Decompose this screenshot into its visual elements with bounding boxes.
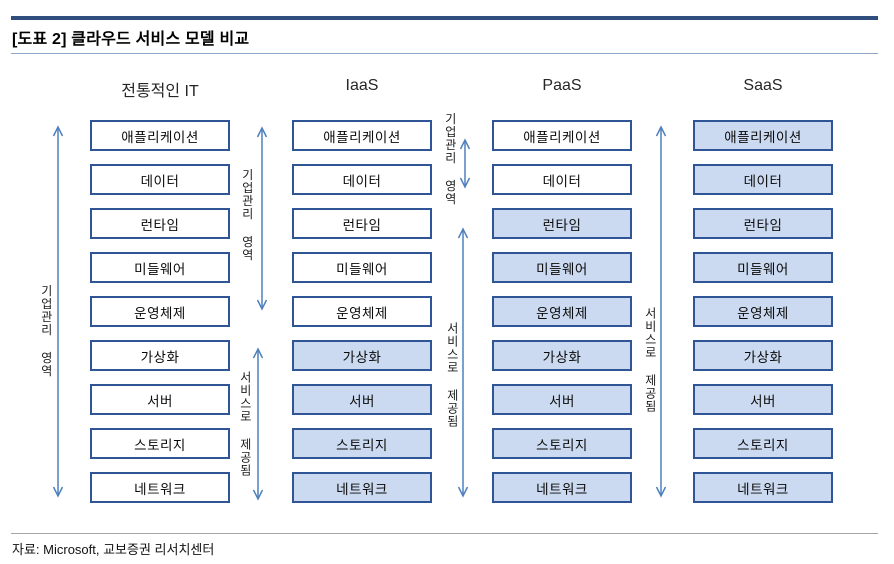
label-traditional-managed: 기업관리 영역: [39, 284, 54, 378]
page-title: [도표 2] 클라우드 서비스 모델 비교: [12, 31, 250, 48]
layer-box-saas-4: 미들웨어: [693, 252, 833, 283]
layer-box-traditional-9: 네트워크: [90, 472, 230, 503]
label-paas-managed: 기업관리 영역: [443, 112, 458, 206]
column-header-paas: PaaS: [542, 77, 582, 94]
arrow-traditional-managed: [52, 125, 64, 498]
layer-box-iaas-2: 데이터: [292, 164, 432, 195]
arrow-iaas-service: [252, 347, 264, 501]
layer-box-traditional-8: 스토리지: [90, 428, 230, 459]
layer-box-saas-3: 런타임: [693, 208, 833, 239]
layer-box-paas-9: 네트워크: [492, 472, 632, 503]
label-iaas-service: 서비스로 제공됨: [238, 371, 253, 477]
layer-box-iaas-5: 운영체제: [292, 296, 432, 327]
layer-box-saas-7: 서버: [693, 384, 833, 415]
column-header-iaas: IaaS: [345, 77, 379, 94]
layer-box-paas-8: 스토리지: [492, 428, 632, 459]
layer-box-iaas-7: 서버: [292, 384, 432, 415]
layer-box-paas-3: 런타임: [492, 208, 632, 239]
footer-divider: [11, 533, 878, 534]
source-note: 자료: Microsoft, 교보증권 리서치센터: [12, 542, 215, 557]
label-iaas-managed: 기업관리 영역: [240, 168, 255, 262]
layer-box-iaas-1: 애플리케이션: [292, 120, 432, 151]
layer-box-iaas-4: 미들웨어: [292, 252, 432, 283]
layer-box-iaas-8: 스토리지: [292, 428, 432, 459]
arrow-paas-service: [457, 227, 469, 498]
layer-box-traditional-3: 런타임: [90, 208, 230, 239]
layer-box-paas-5: 운영체제: [492, 296, 632, 327]
title-accent-bar: [11, 16, 878, 20]
layer-box-paas-4: 미들웨어: [492, 252, 632, 283]
layer-box-paas-6: 가상화: [492, 340, 632, 371]
layer-box-traditional-2: 데이터: [90, 164, 230, 195]
column-header-traditional: 전통적인 IT: [121, 83, 199, 100]
layer-box-saas-6: 가상화: [693, 340, 833, 371]
label-paas-service: 서비스로 제공됨: [445, 322, 460, 428]
title-divider: [11, 53, 878, 54]
layer-box-traditional-6: 가상화: [90, 340, 230, 371]
layer-box-iaas-6: 가상화: [292, 340, 432, 371]
layer-box-traditional-1: 애플리케이션: [90, 120, 230, 151]
label-saas-service: 서비스로 제공됨: [643, 307, 658, 413]
layer-box-saas-1: 애플리케이션: [693, 120, 833, 151]
layer-box-iaas-9: 네트워크: [292, 472, 432, 503]
layer-box-paas-2: 데이터: [492, 164, 632, 195]
column-header-saas: SaaS: [743, 77, 783, 94]
layer-box-saas-2: 데이터: [693, 164, 833, 195]
layer-box-saas-5: 운영체제: [693, 296, 833, 327]
arrow-saas-service: [655, 125, 667, 498]
arrow-iaas-managed: [256, 126, 268, 311]
layer-box-saas-8: 스토리지: [693, 428, 833, 459]
layer-box-saas-9: 네트워크: [693, 472, 833, 503]
layer-box-traditional-4: 미들웨어: [90, 252, 230, 283]
layer-box-traditional-7: 서버: [90, 384, 230, 415]
arrow-paas-managed: [459, 138, 471, 189]
layer-box-paas-7: 서버: [492, 384, 632, 415]
layer-box-paas-1: 애플리케이션: [492, 120, 632, 151]
layer-box-iaas-3: 런타임: [292, 208, 432, 239]
layer-box-traditional-5: 운영체제: [90, 296, 230, 327]
